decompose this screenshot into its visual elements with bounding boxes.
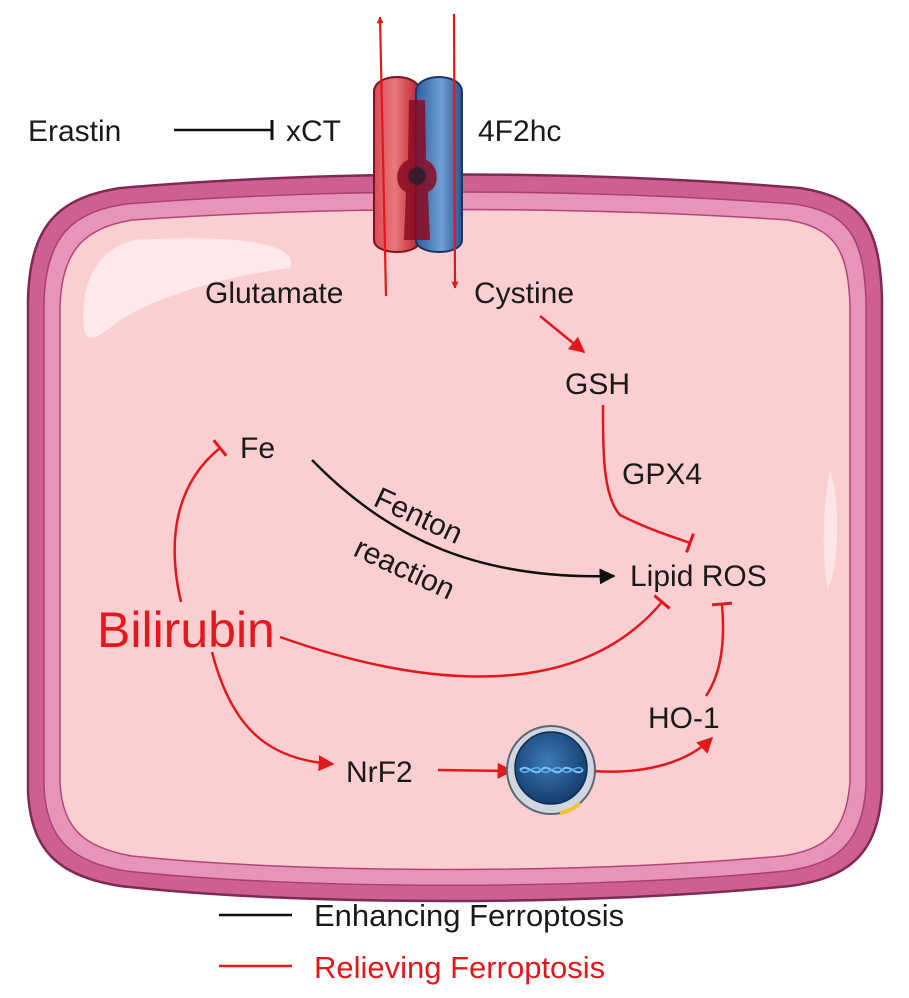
diagram-labels: Erastin xCT 4F2hc Glutamate Cystine GSH … — [28, 115, 767, 789]
transporter-pore — [408, 167, 426, 185]
nrf2-to-nucleus-arrow — [437, 762, 514, 779]
label-gpx4: GPX4 — [622, 458, 702, 491]
label-cystine: Cystine — [474, 277, 574, 310]
fe-fenton-to-lipid-ros — [311, 459, 616, 585]
bilirubin-to-nrf2-arrow — [210, 651, 335, 772]
glutamate-export-line — [376, 16, 388, 297]
legend-enhancing-label: Enhancing Ferroptosis — [314, 898, 624, 933]
bilirubin-inhibits-fe — [173, 439, 228, 603]
label-lipid-ros: Lipid ROS — [630, 560, 767, 593]
legend: Enhancing Ferroptosis Relieving Ferropto… — [219, 898, 624, 985]
nucleus-core — [514, 731, 588, 805]
label-erastin: Erastin — [28, 115, 121, 148]
label-ho1: HO-1 — [648, 702, 720, 735]
label-bilirubin: Bilirubin — [97, 602, 275, 658]
ho1-inhibits-lipid-ros — [704, 601, 733, 697]
label-glutamate: Glutamate — [205, 277, 343, 310]
pathway-arrows — [173, 120, 733, 779]
label-xct: xCT — [286, 115, 341, 148]
bilirubin-inhibits-lipid-ros — [279, 594, 671, 678]
label-4f2hc: 4F2hc — [478, 115, 561, 148]
dna-icon-strand — [519, 766, 584, 774]
nucleus-envelope-accent — [559, 801, 582, 815]
cystine-to-gsh-arrow — [539, 315, 586, 354]
gsh-gpx4-inhibits-lipid-ros — [601, 404, 695, 553]
legend-relieving-label: Relieving Ferroptosis — [314, 950, 605, 985]
nucleus — [506, 725, 596, 815]
label-gsh: GSH — [565, 368, 630, 401]
label-nrf2: NrF2 — [346, 756, 413, 789]
nucleus-to-ho1-arrow — [591, 736, 714, 773]
xct-4f2hc-transporter — [373, 13, 463, 297]
cell-highlight-right — [823, 470, 838, 590]
label-fe: Fe — [240, 432, 275, 465]
cell-highlight — [83, 238, 292, 338]
cystine-import-line — [451, 13, 459, 289]
cell-cytoplasm — [59, 208, 851, 871]
